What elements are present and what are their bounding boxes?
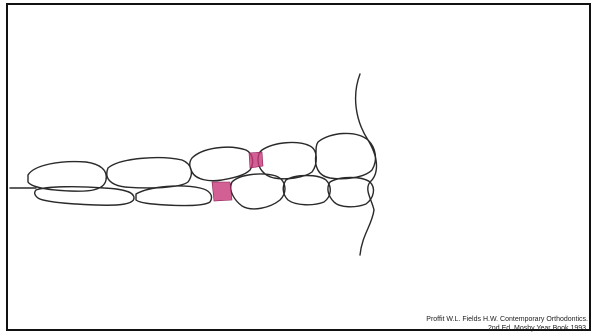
citation: Proffit W.L. Fields H.W. Contemporary Or…: [426, 315, 588, 333]
lower-tooth-5: [328, 178, 374, 207]
citation-line-1: Proffit W.L. Fields H.W. Contemporary Or…: [426, 315, 588, 324]
upper-tooth-2: [107, 158, 192, 188]
upper-tooth-4: [258, 143, 316, 179]
lower-tooth-2: [136, 186, 212, 206]
lower-tooth-3: [231, 174, 285, 209]
lower-tooth-4: [283, 176, 330, 205]
upper-tooth-5: [316, 133, 376, 178]
midline-contour: [356, 74, 377, 255]
contact-point-lower: [212, 182, 232, 201]
citation-line-2: 2nd Ed. Mosby Year Book 1993.: [426, 324, 588, 333]
contact-point-upper: [249, 152, 263, 168]
